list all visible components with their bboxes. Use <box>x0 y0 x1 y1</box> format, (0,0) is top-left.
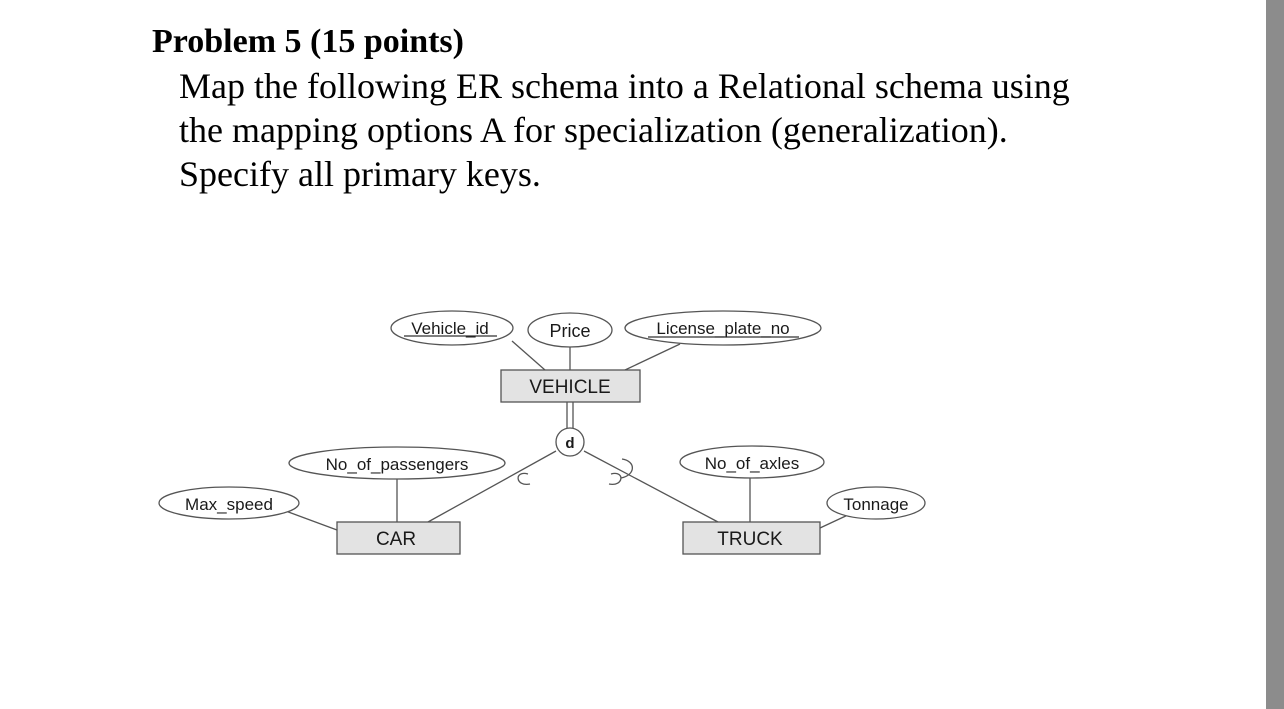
no-of-passengers-label: No_of_passengers <box>326 455 469 474</box>
max-speed-ellipse <box>158 486 300 520</box>
license-plate-label: License_plate_no <box>656 319 789 338</box>
scrollbar-edge <box>1266 0 1284 709</box>
truck-subclass-connector <box>583 450 719 523</box>
price-label: Price <box>549 321 590 341</box>
no-of-passengers-ellipse <box>288 446 506 480</box>
car-label: CAR <box>376 529 416 550</box>
vehicle-id-connector <box>511 340 546 371</box>
car-entity-box <box>336 521 461 555</box>
disjoint-label: d <box>565 435 574 452</box>
tonnage-connector <box>819 513 851 529</box>
problem-line-3: Specify all primary keys. <box>179 154 541 194</box>
no-of-axles-ellipse <box>679 445 825 479</box>
vehicle-entity-box <box>500 369 641 403</box>
problem-title: Problem 5 (15 points) <box>152 23 464 60</box>
no-of-axles-label: No_of_axles <box>705 454 800 473</box>
truck-label: TRUCK <box>717 529 783 550</box>
tonnage-ellipse <box>826 486 926 520</box>
car-subset-symbol <box>517 472 531 485</box>
truck-entity-box <box>682 521 821 555</box>
max-speed-label: Max_speed <box>185 495 273 514</box>
problem-line-2: the mapping options A for specialization… <box>179 110 1008 150</box>
license-plate-connector <box>624 343 681 371</box>
truck-subset-symbol <box>608 472 622 485</box>
price-ellipse <box>527 312 613 348</box>
problem-line-1: Map the following ER schema into a Relat… <box>179 66 1070 106</box>
vehicle-label: VEHICLE <box>529 377 610 398</box>
vehicle-id-label: Vehicle_id <box>411 319 489 338</box>
tonnage-label: Tonnage <box>843 495 908 514</box>
max-speed-connector <box>282 509 338 531</box>
car-subclass-connector <box>427 450 557 523</box>
disjoint-circle <box>555 427 585 457</box>
truck-subset-arc <box>620 458 634 479</box>
